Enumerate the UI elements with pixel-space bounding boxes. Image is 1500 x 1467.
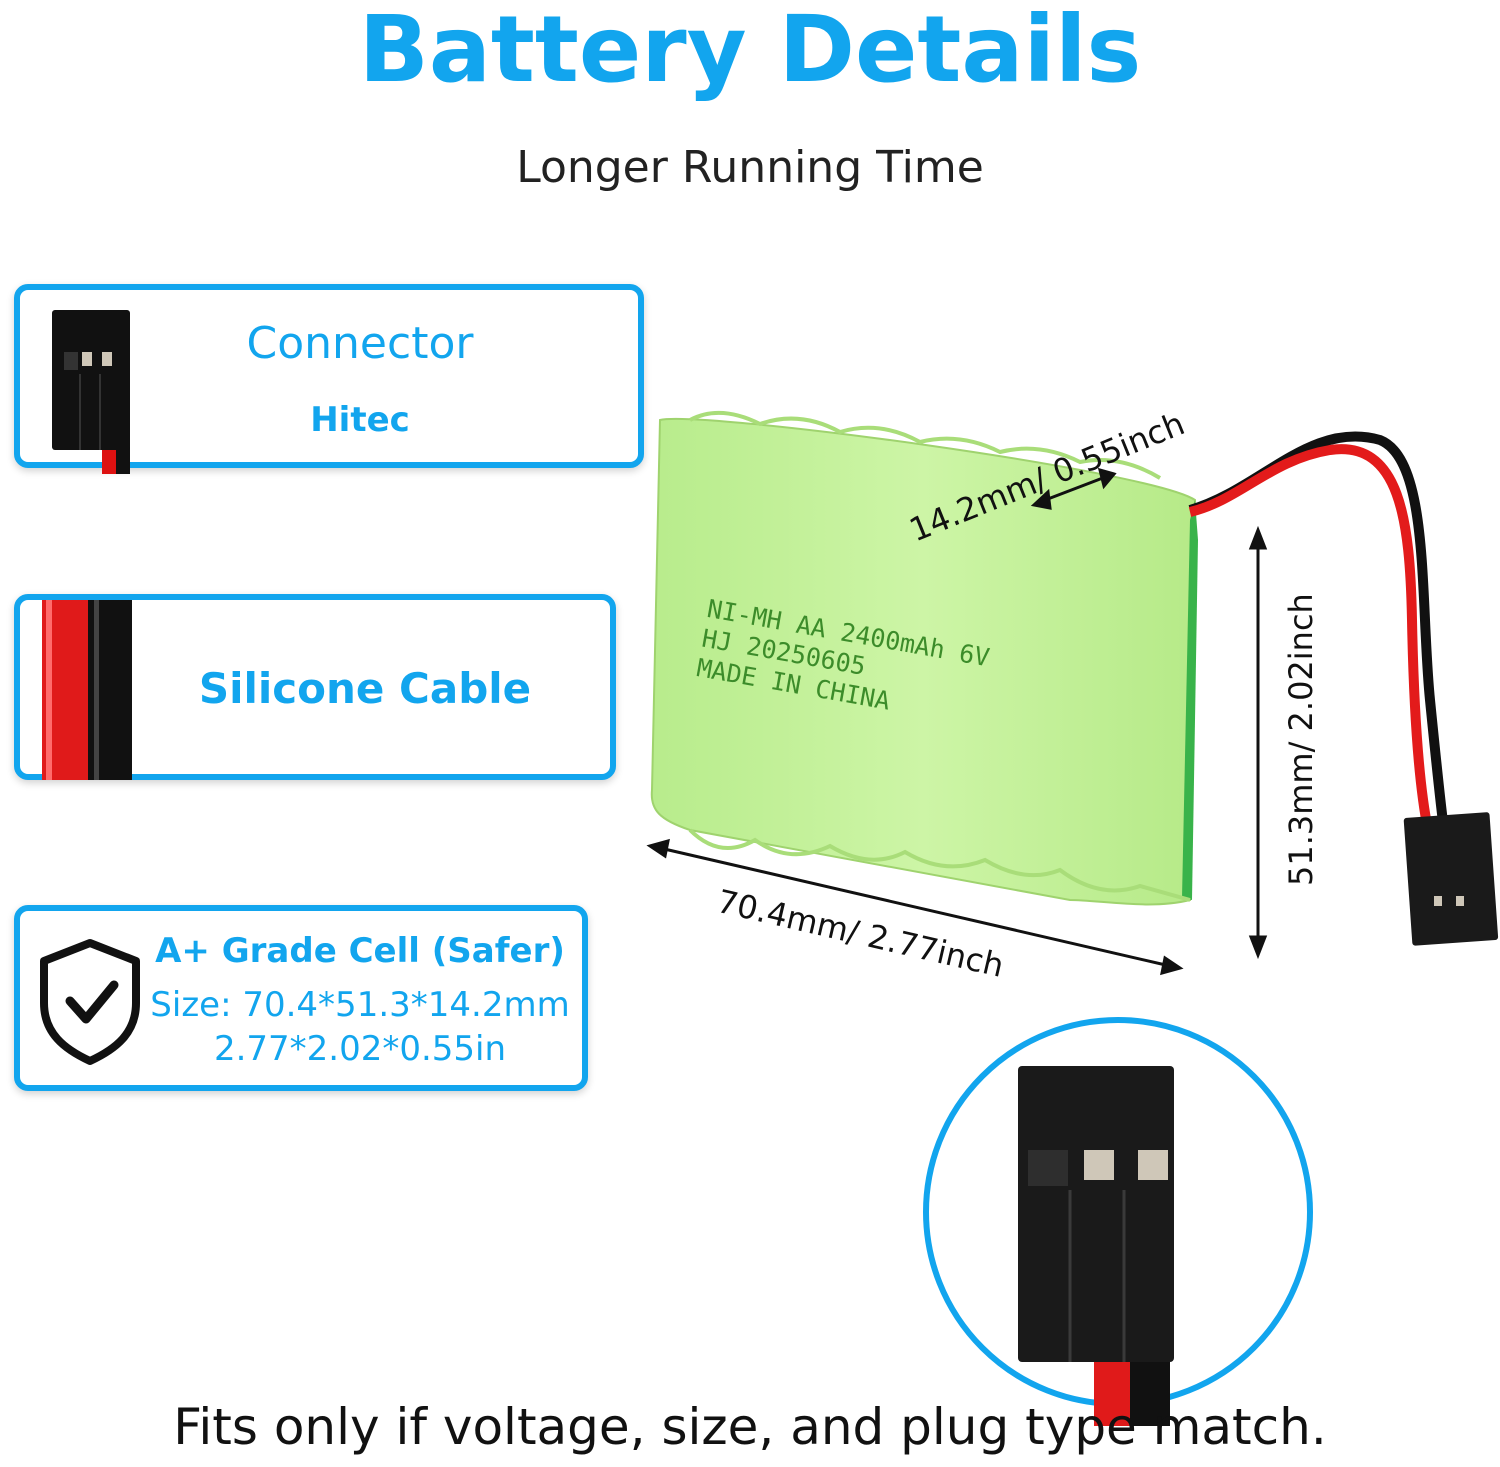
cable-icon xyxy=(42,600,132,780)
cable-card: Silicone Cable xyxy=(14,594,616,780)
thickness-dimension: 14.2mm/ 0.55inch xyxy=(904,404,1190,550)
shield-check-icon xyxy=(40,939,140,1065)
cell-size-in: 2.77*2.02*0.55in xyxy=(213,1029,507,1069)
connector-icon xyxy=(52,310,130,474)
battery-label: NI-MH AA 2400mAh 6V HJ 20250605 MADE IN … xyxy=(694,594,992,732)
cell-size-mm: Size: 70.4*51.3*14.2mm xyxy=(150,985,570,1025)
cable-title: Silicone Cable xyxy=(198,664,532,713)
connector-card: Connector Hitec xyxy=(14,284,644,474)
page-title: Battery Details xyxy=(358,0,1142,103)
cell-card: A+ Grade Cell (Safer) Size: 70.4*51.3*14… xyxy=(14,905,588,1091)
width-dimension: 70.4mm/ 2.77inch xyxy=(713,882,1008,985)
connector-value: Hitec xyxy=(310,400,410,440)
height-dimension: 51.3mm/ 2.02inch xyxy=(1282,593,1320,886)
footer-note: Fits only if voltage, size, and plug typ… xyxy=(173,1398,1327,1456)
connector-title: Connector xyxy=(246,318,474,369)
page-subtitle: Longer Running Time xyxy=(516,142,984,193)
cell-title: A+ Grade Cell (Safer) xyxy=(155,931,565,971)
